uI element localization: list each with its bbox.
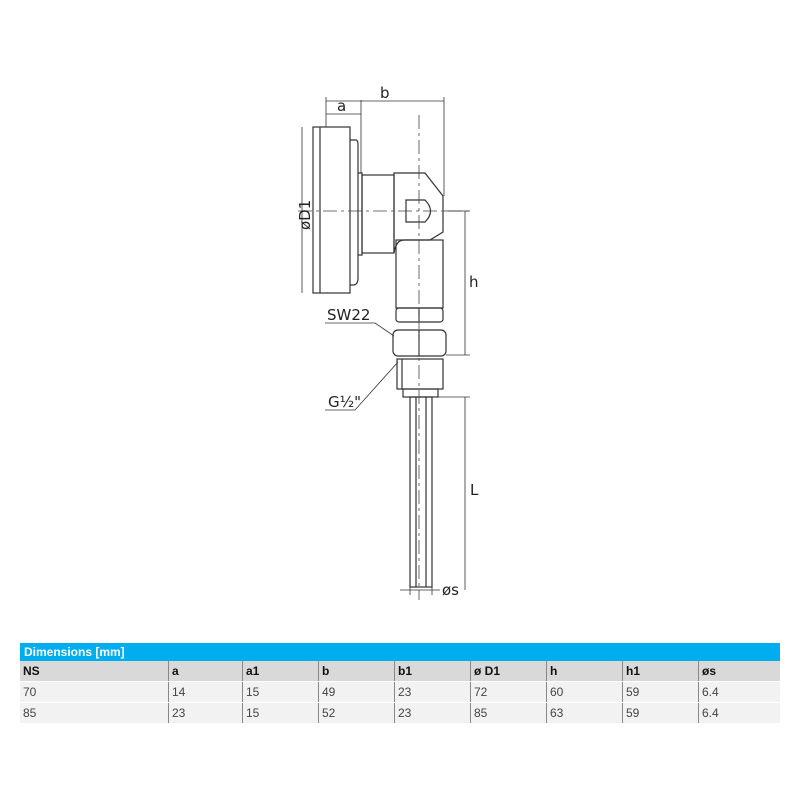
- column-header: h: [546, 661, 622, 681]
- thread-label: G½": [328, 393, 361, 411]
- table-cell: 14: [168, 682, 242, 702]
- table-cell: 6.4: [698, 703, 780, 723]
- dim-d1-label: øD1: [296, 200, 314, 230]
- column-header: ø D1: [470, 661, 546, 681]
- table-cell: 52: [318, 703, 394, 723]
- table-cell: 23: [394, 682, 470, 702]
- table-cell: 85: [470, 703, 546, 723]
- column-header: h1: [622, 661, 698, 681]
- table-cell: 85: [23, 706, 37, 720]
- dim-b-label: b: [380, 84, 390, 102]
- table-cell: 59: [622, 703, 698, 723]
- dim-s-label: øs: [442, 581, 459, 599]
- table-cell: 6.4: [698, 682, 780, 702]
- dim-h-label: h: [469, 273, 479, 291]
- table-cell: 49: [318, 682, 394, 702]
- table-cell: 60: [546, 682, 622, 702]
- table-cell: 63: [546, 703, 622, 723]
- column-header: b: [318, 661, 394, 681]
- table-cell: 59: [622, 682, 698, 702]
- column-header: NS: [23, 664, 40, 678]
- table-cell: 15: [242, 682, 318, 702]
- dim-a-label: a: [337, 97, 346, 115]
- column-header: b1: [394, 661, 470, 681]
- table-cell: 15: [242, 703, 318, 723]
- dim-l-label: L: [470, 481, 479, 499]
- table-title: Dimensions [mm]: [20, 643, 780, 661]
- technical-drawing: a b øD1 h SW22 G½" L øs: [296, 84, 479, 600]
- table-cell: 23: [394, 703, 470, 723]
- table-cell: 70: [23, 685, 37, 699]
- sw22-label: SW22: [327, 306, 370, 324]
- column-header: øs: [698, 661, 780, 681]
- column-header: a: [168, 661, 242, 681]
- column-header: a1: [242, 661, 318, 681]
- table-cell: 23: [168, 703, 242, 723]
- table-cell: 72: [470, 682, 546, 702]
